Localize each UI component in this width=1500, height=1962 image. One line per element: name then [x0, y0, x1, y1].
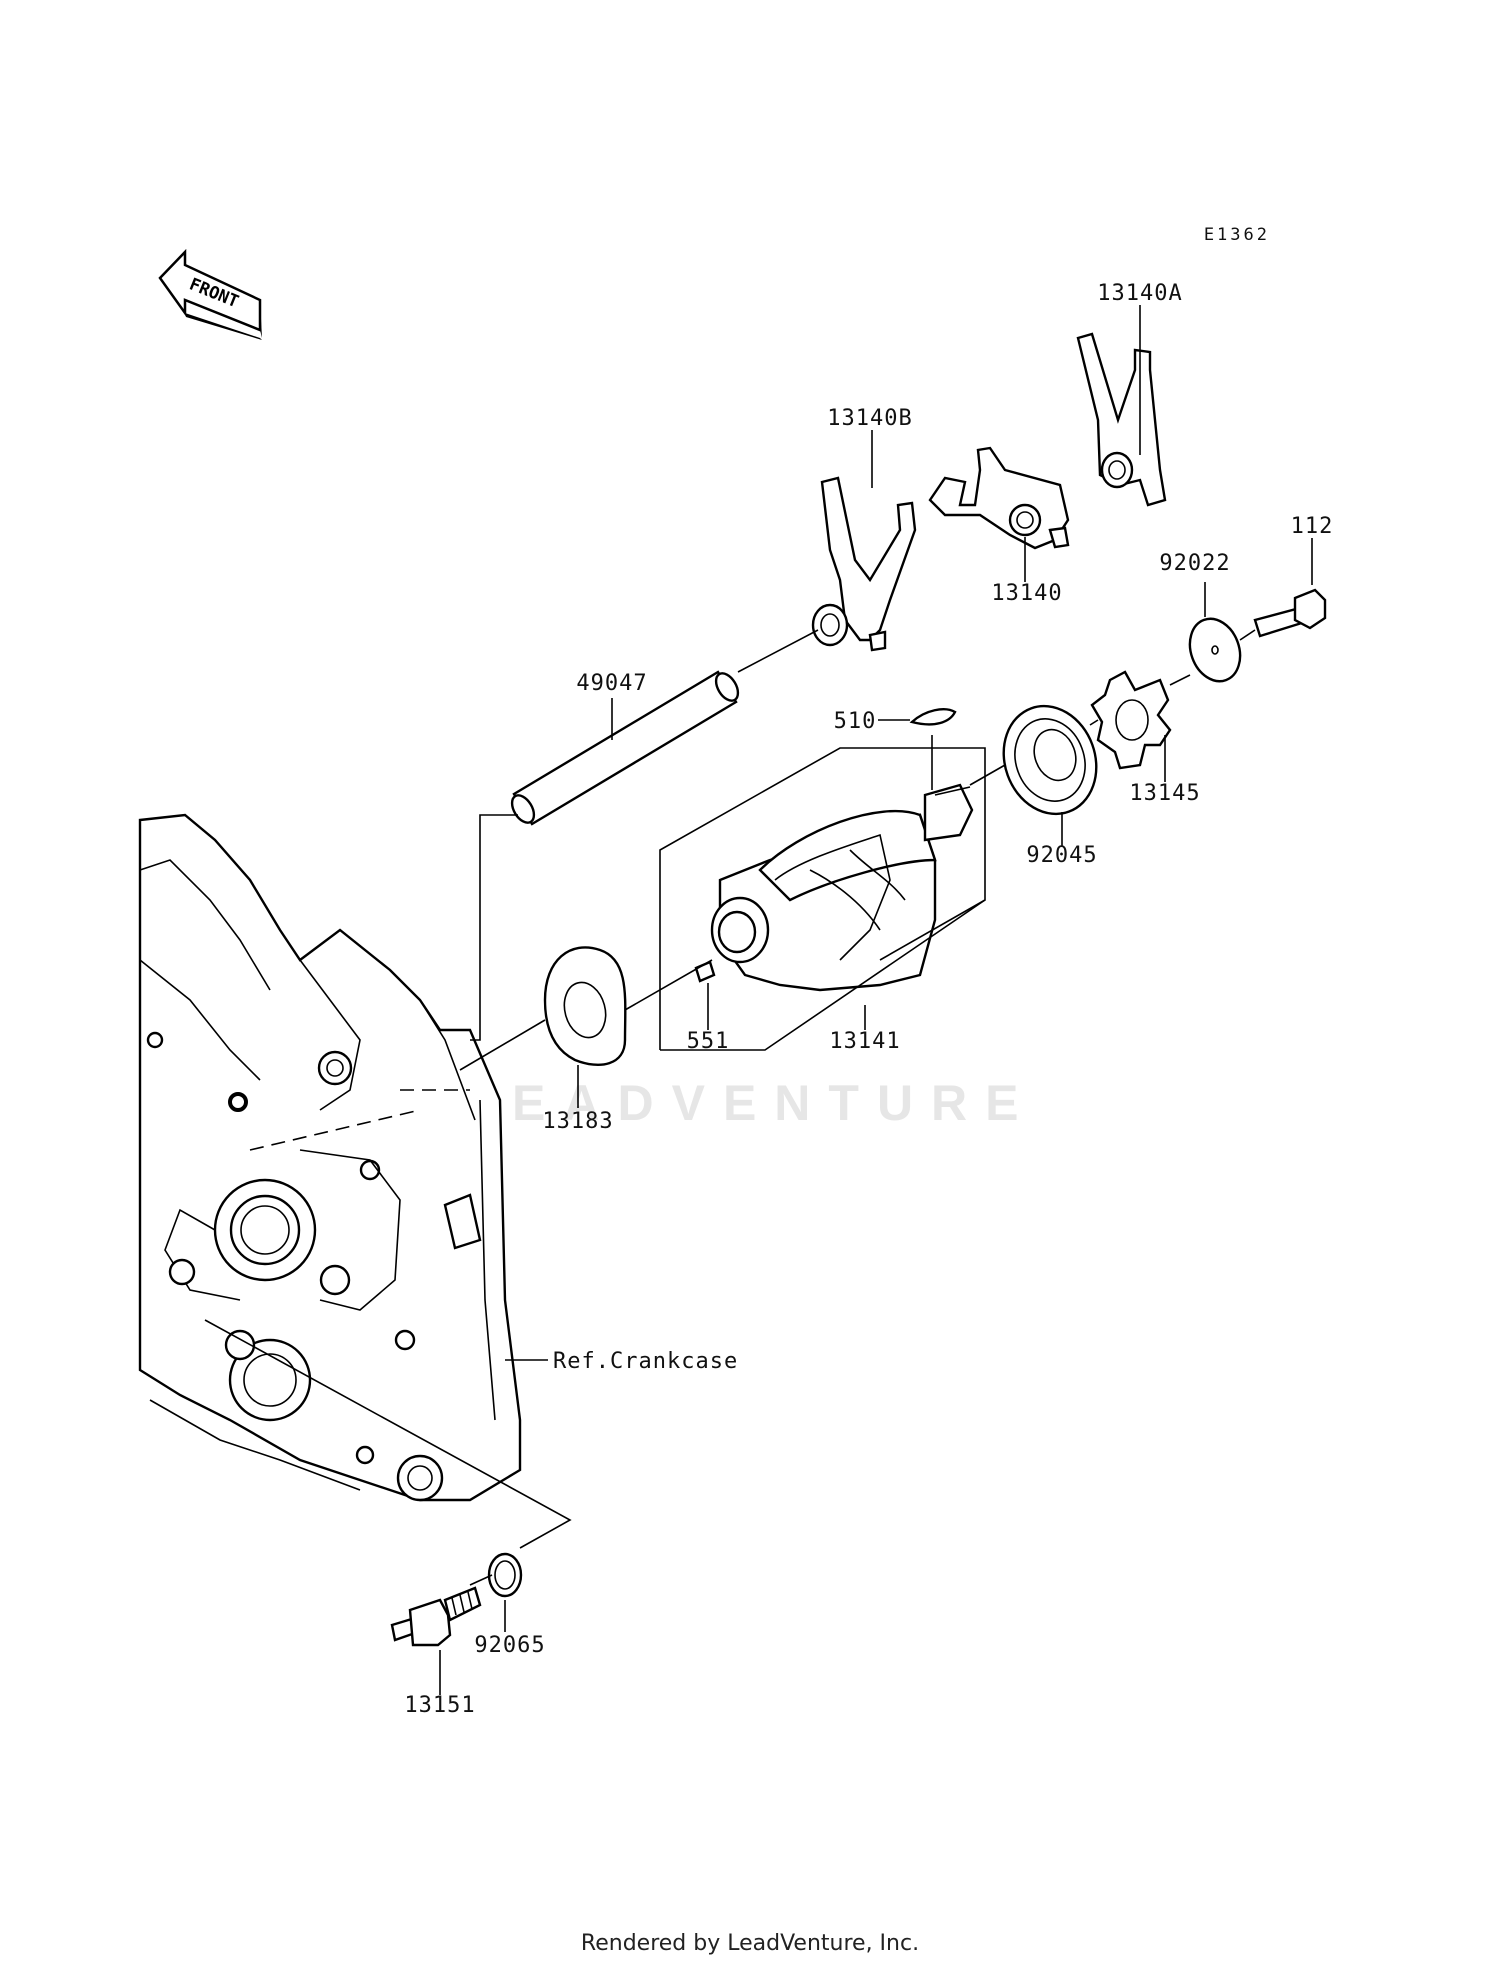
leader-lines — [204, 305, 1313, 1695]
label-112: 112 — [1291, 514, 1334, 539]
footer-credit: Rendered by LeadVenture, Inc. — [581, 1931, 919, 1956]
label-13140b: 13140B — [827, 406, 912, 431]
watermark: LEADVENTURE — [463, 1075, 1036, 1131]
part-labels: 13140A 13140B 13140 92022 112 49047 510 … — [404, 281, 1334, 1718]
shift-fork-13140a — [1076, 332, 1167, 507]
shift-rod-49047 — [510, 670, 740, 826]
bolt-112 — [1253, 588, 1327, 638]
label-92065: 92065 — [474, 1633, 545, 1658]
label-510: 510 — [834, 709, 877, 734]
label-13140a: 13140A — [1097, 281, 1182, 306]
washer-92065 — [487, 1552, 523, 1598]
label-13141: 13141 — [829, 1029, 900, 1054]
bearing-92045 — [1002, 704, 1098, 816]
front-arrow-icon: FRONT — [158, 248, 262, 340]
diagram-code: E1362 — [1204, 225, 1270, 245]
neutral-switch-13151 — [390, 1586, 482, 1647]
key-510 — [909, 708, 957, 726]
label-551: 551 — [687, 1029, 730, 1054]
washer-92022 — [1188, 617, 1242, 683]
shift-fork-13140b — [811, 476, 917, 652]
label-13145: 13145 — [1129, 781, 1200, 806]
label-13140: 13140 — [991, 581, 1062, 606]
label-92022: 92022 — [1159, 551, 1230, 576]
label-13183: 13183 — [542, 1109, 613, 1134]
shift-fork-13140 — [928, 446, 1070, 550]
shift-drum-13141 — [710, 783, 974, 992]
label-ref-crankcase: Ref.Crankcase — [553, 1349, 738, 1374]
label-49047: 49047 — [576, 671, 647, 696]
label-13151: 13151 — [404, 1693, 475, 1718]
crankcase-illustration — [138, 813, 522, 1502]
shift-drum-cam-13145 — [1090, 670, 1172, 770]
washer-13183 — [543, 946, 627, 1067]
label-92045: 92045 — [1026, 843, 1097, 868]
